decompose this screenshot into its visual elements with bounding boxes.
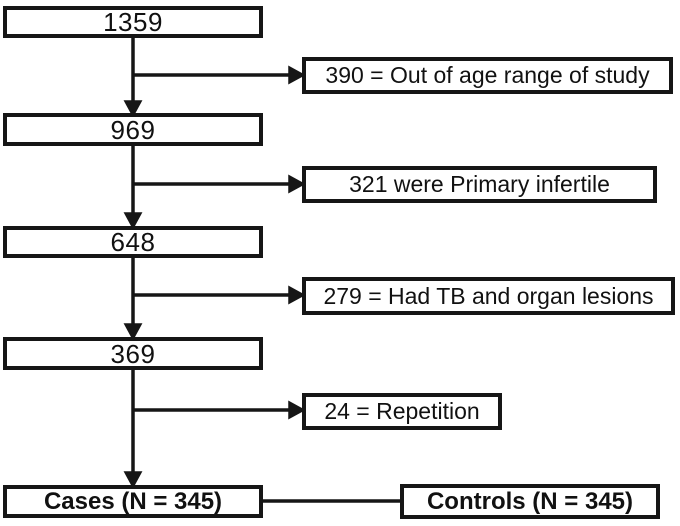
arrowhead-right-2 bbox=[288, 174, 306, 194]
count-box-step-2: 969 bbox=[3, 113, 263, 146]
exclusion-box-age-range: 390 = Out of age range of study bbox=[302, 57, 673, 94]
arrowhead-down-3 bbox=[123, 323, 143, 341]
arrowhead-down-1 bbox=[123, 100, 143, 118]
arrowhead-right-1 bbox=[288, 65, 306, 85]
exclusion-box-tb-organ-lesions: 279 = Had TB and organ lesions bbox=[302, 277, 675, 315]
count-box-step-4: 369 bbox=[3, 337, 263, 370]
count-box-initial: 1359 bbox=[3, 6, 263, 38]
controls-box: Controls (N = 345) bbox=[400, 484, 660, 519]
exclusion-box-repetition: 24 = Repetition bbox=[302, 393, 502, 430]
arrowhead-right-4 bbox=[288, 400, 306, 420]
count-box-step-3: 648 bbox=[3, 226, 263, 258]
arrowhead-down-4 bbox=[123, 471, 143, 489]
cases-box: Cases (N = 345) bbox=[3, 485, 263, 518]
exclusion-box-primary-infertile: 321 were Primary infertile bbox=[302, 166, 657, 203]
arrowhead-right-3 bbox=[288, 285, 306, 305]
arrowhead-down-2 bbox=[123, 212, 143, 230]
